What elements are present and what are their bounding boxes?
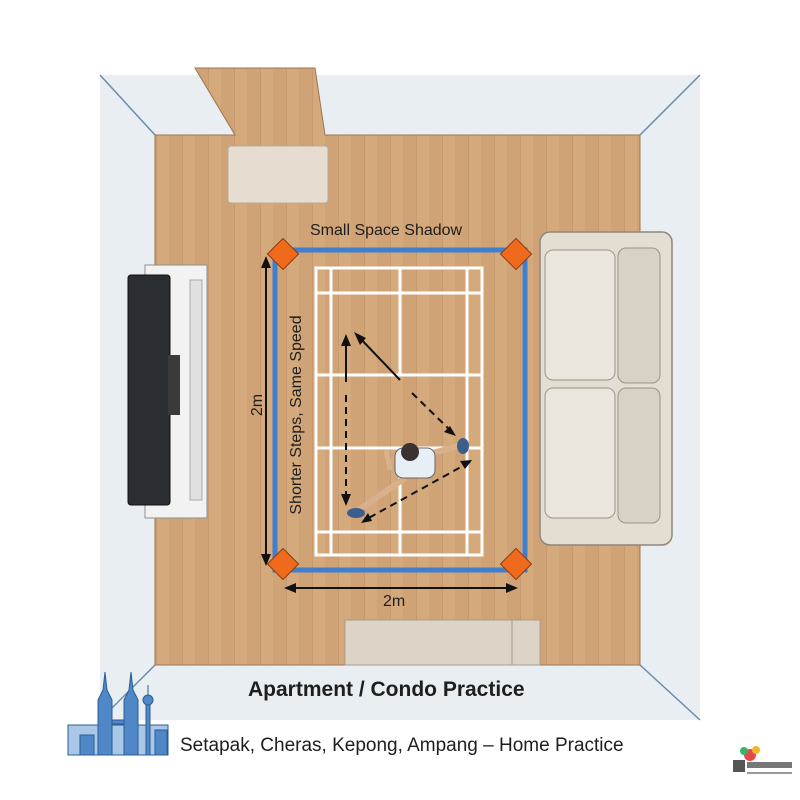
cone-icon: [499, 237, 533, 271]
badminton-court-lines: [314, 266, 484, 557]
sofa: [539, 231, 673, 546]
boundary-tape: [272, 247, 528, 573]
height-dimension: 2m: [249, 393, 266, 417]
cones: [266, 237, 533, 581]
tv: [127, 274, 171, 506]
movement-arrows: [345, 335, 471, 521]
side-label: Shorter Steps, Same Speed: [288, 315, 305, 515]
cone-icon: [266, 547, 300, 581]
width-dimension: 2m: [383, 593, 406, 610]
court-label: Small Space Shadow: [310, 222, 463, 239]
tv-stand: [127, 264, 208, 519]
door-mat: [227, 145, 329, 204]
dimension-arrows: [265, 262, 512, 589]
cone-icon: [266, 237, 300, 271]
academy-logo: [733, 746, 792, 774]
city-skyline-icon: [67, 671, 169, 756]
cone-icon: [499, 547, 533, 581]
player-figure: [347, 438, 469, 518]
diagram-subtitle: Setapak, Cheras, Kepong, Ampang – Home P…: [180, 735, 624, 756]
bench: [344, 619, 541, 666]
arrow-heads: [341, 332, 472, 523]
diagram-title: Apartment / Condo Practice: [248, 678, 525, 701]
